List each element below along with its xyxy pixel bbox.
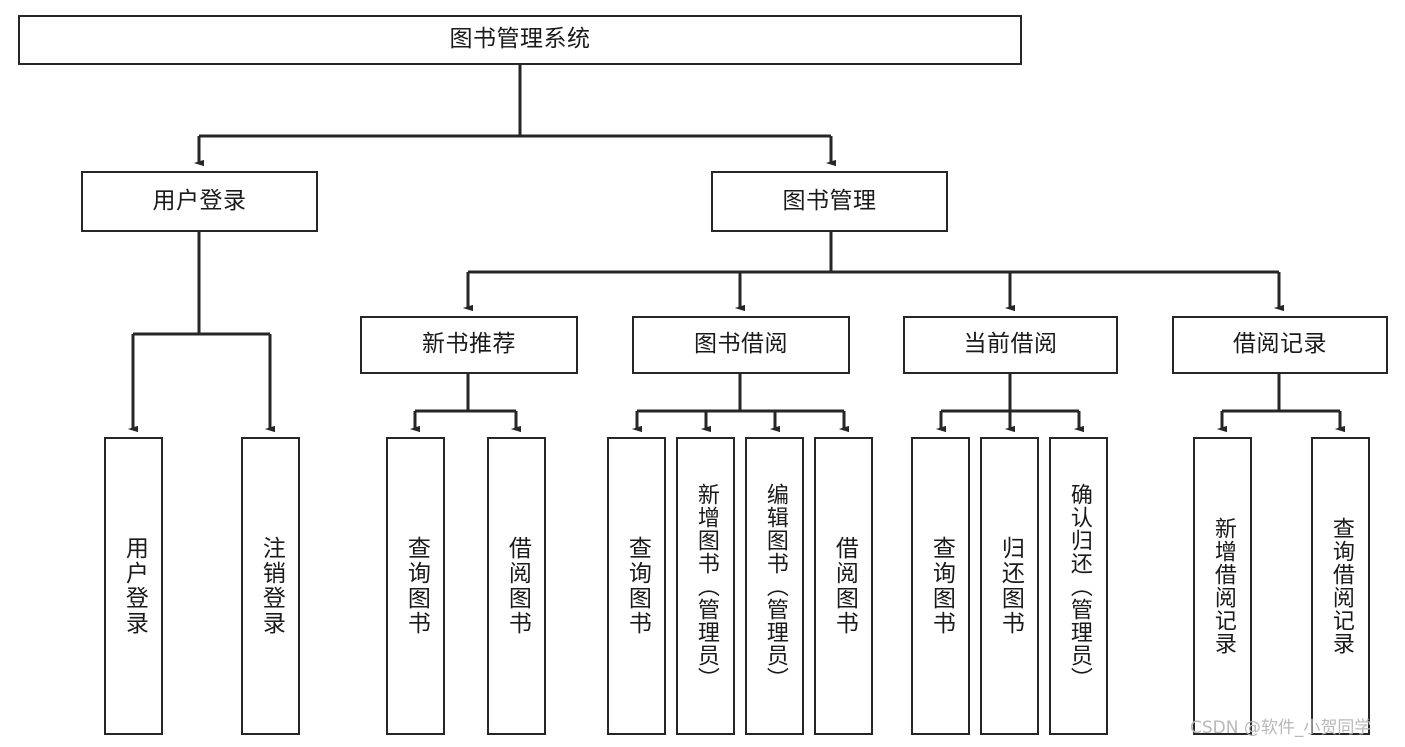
node-leaf-user-login-signout[interactable]: 注销登录 xyxy=(241,437,300,735)
node-label: 图书管理系统 xyxy=(449,26,591,53)
node-leaf-current-borrow-return[interactable]: 归还图书 xyxy=(980,437,1039,735)
node-leaf-book-borrow-query[interactable]: 查询图书 xyxy=(607,437,666,735)
node-leaf-new-book-query[interactable]: 查询图书 xyxy=(386,437,445,735)
node-label: 图书管理 xyxy=(782,187,877,214)
node-label: 查询图书 xyxy=(928,536,955,636)
node-book-management[interactable]: 图书管理 xyxy=(711,171,948,232)
node-leaf-borrow-record-query[interactable]: 查询借阅记录 xyxy=(1311,437,1370,735)
csdn-watermark: CSDN @软件_小贺同学 xyxy=(1190,718,1372,738)
node-leaf-current-borrow-confirm-admin[interactable]: 确认归还（管理员） xyxy=(1049,437,1108,735)
node-label: 编辑图书（管理员） xyxy=(762,482,788,690)
node-label: 确认归还（管理员） xyxy=(1066,482,1092,690)
node-borrow-record[interactable]: 借阅记录 xyxy=(1172,316,1388,374)
node-label: 用户登录 xyxy=(121,536,148,636)
node-root-system[interactable]: 图书管理系统 xyxy=(18,15,1022,65)
node-label: 图书借阅 xyxy=(694,331,788,358)
node-leaf-current-borrow-query[interactable]: 查询图书 xyxy=(911,437,970,735)
node-label: 新增图书（管理员） xyxy=(693,482,719,690)
node-label: 借阅图书 xyxy=(504,536,531,636)
node-leaf-book-borrow-edit-admin[interactable]: 编辑图书（管理员） xyxy=(745,437,804,735)
node-label: 借阅记录 xyxy=(1233,331,1327,358)
node-label: 当前借阅 xyxy=(963,331,1058,358)
node-new-book-recommend[interactable]: 新书推荐 xyxy=(360,316,578,374)
node-label: 用户登录 xyxy=(152,187,247,214)
node-label: 查询借阅记录 xyxy=(1328,517,1354,655)
node-leaf-borrow-record-add[interactable]: 新增借阅记录 xyxy=(1193,437,1252,735)
node-leaf-new-book-borrow[interactable]: 借阅图书 xyxy=(487,437,546,735)
node-label: 查询图书 xyxy=(624,536,651,636)
node-current-borrow[interactable]: 当前借阅 xyxy=(903,316,1118,374)
node-leaf-user-login-signin[interactable]: 用户登录 xyxy=(104,437,163,735)
node-book-borrow[interactable]: 图书借阅 xyxy=(632,316,850,374)
node-label: 归还图书 xyxy=(997,536,1024,636)
node-leaf-book-borrow-borrow[interactable]: 借阅图书 xyxy=(814,437,873,735)
node-label: 注销登录 xyxy=(258,536,285,636)
node-leaf-book-borrow-add-admin[interactable]: 新增图书（管理员） xyxy=(676,437,735,735)
node-label: 新增借阅记录 xyxy=(1210,517,1236,655)
node-user-login[interactable]: 用户登录 xyxy=(81,171,318,232)
node-label: 新书推荐 xyxy=(422,331,516,358)
node-label: 借阅图书 xyxy=(831,536,858,636)
node-label: 查询图书 xyxy=(403,536,430,636)
